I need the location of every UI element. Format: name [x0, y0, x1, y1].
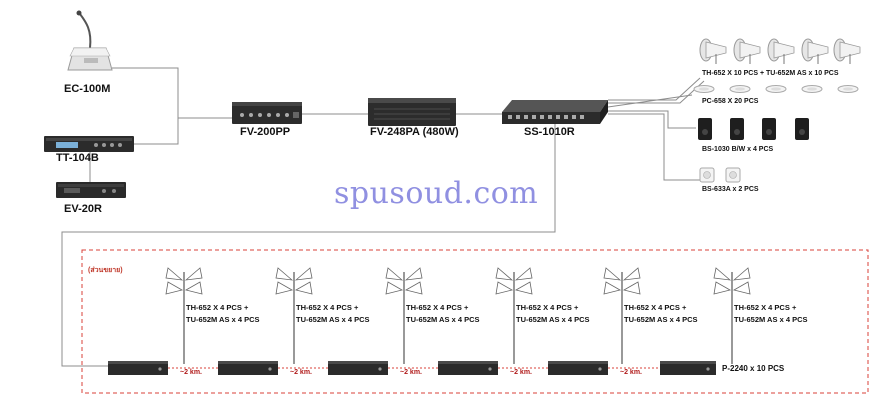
station-line-1: TH-652 X 4 PCS +: [516, 303, 579, 312]
wire-selector-to-ceiling: [607, 94, 693, 108]
remote-amplifier-icon: [218, 361, 278, 375]
station-line-1: TH-652 X 4 PCS +: [734, 303, 797, 312]
tuner-icon: [44, 136, 134, 152]
horn-cluster-icon: [165, 267, 203, 364]
station-3-label: TH-652 X 4 PCS + TU-652M AS x 4 PCS: [406, 302, 480, 326]
preamp-icon: [232, 102, 302, 124]
box-speaker-icon: [762, 118, 776, 140]
distance-label-3: ~2 km.: [400, 369, 422, 376]
station-line-2: TU-652M AS x 4 PCS: [734, 315, 808, 324]
station-line-1: TH-652 X 4 PCS +: [406, 303, 469, 312]
horn-speaker-icon: [801, 38, 829, 64]
distance-label-5: ~2 km.: [620, 369, 642, 376]
power-amplifier-icon: [368, 98, 456, 126]
station-5-label: TH-652 X 4 PCS + TU-652M AS x 4 PCS: [624, 302, 698, 326]
station-2-label: TH-652 X 4 PCS + TU-652M AS x 4 PCS: [296, 302, 370, 326]
wire-tuner-to-bus: [134, 118, 179, 145]
horn-cluster-icon: [275, 267, 313, 364]
station-1-label: TH-652 X 4 PCS + TU-652M AS x 4 PCS: [186, 302, 260, 326]
label-ss1010r: SS-1010R: [524, 126, 575, 138]
wire-selector-to-remote: [61, 124, 556, 367]
watermark: spusoud.com: [334, 176, 539, 211]
remote-section-border: [81, 249, 869, 394]
paging-microphone-icon: [67, 10, 113, 71]
wire-selector-to-wall: [608, 113, 700, 181]
label-horn-group: TH-652 X 10 PCS + TU-652M AS x 10 PCS: [702, 70, 839, 77]
speaker-selector-icon: [502, 100, 608, 124]
wall-speaker-icon: [699, 167, 715, 183]
station-line-1: TH-652 X 4 PCS +: [296, 303, 359, 312]
label-fv200pp: FV-200PP: [240, 126, 291, 138]
box-speaker-icon: [795, 118, 809, 140]
label-ev20r: EV-20R: [64, 203, 102, 215]
remote-amplifier-icon: [548, 361, 608, 375]
horn-cluster-icon: [495, 267, 533, 364]
recorder-icon: [56, 182, 126, 198]
distance-label-2: ~2 km.: [290, 369, 312, 376]
station-line-1: TH-652 X 4 PCS +: [624, 303, 687, 312]
station-line-1: TH-652 X 4 PCS +: [186, 303, 249, 312]
label-ec100m: EC-100M: [64, 83, 111, 95]
station-line-2: TU-652M AS x 4 PCS: [624, 315, 698, 324]
label-ceiling-group: PC-658 X 20 PCS: [702, 98, 759, 105]
horn-speaker-icon: [833, 38, 861, 64]
label-wall-group: BS-633A x 2 PCS: [702, 186, 759, 193]
horn-cluster-icon: [385, 267, 423, 364]
remote-amplifier-icon: [108, 361, 168, 375]
horn-cluster-icon: [603, 267, 641, 364]
remote-amplifier-icon: [328, 361, 388, 375]
station-line-2: TU-652M AS x 4 PCS: [516, 315, 590, 324]
horn-cluster-icon: [713, 267, 751, 364]
wire-selector-to-horns: [608, 77, 701, 101]
station-4-label: TH-652 X 4 PCS + TU-652M AS x 4 PCS: [516, 302, 590, 326]
ceiling-speaker-icon: [837, 85, 859, 93]
horn-speaker-icon: [733, 38, 761, 64]
station-6-label: TH-652 X 4 PCS + TU-652M AS x 4 PCS: [734, 302, 808, 326]
ceiling-speaker-icon: [765, 85, 787, 93]
label-box-group: BS-1030 B/W x 4 PCS: [702, 146, 774, 153]
remote-amplifier-icon: [438, 361, 498, 375]
wire-mic-to-bus: [112, 67, 179, 118]
distance-label-4: ~2 km.: [510, 369, 532, 376]
station-line-2: TU-652M AS x 4 PCS: [406, 315, 480, 324]
ceiling-speaker-icon: [729, 85, 751, 93]
box-speaker-icon: [730, 118, 744, 140]
ceiling-speaker-icon: [801, 85, 823, 93]
wire-selector-to-box: [608, 110, 696, 129]
label-tt104b: TT-104B: [56, 152, 99, 164]
station-line-2: TU-652M AS x 4 PCS: [296, 315, 370, 324]
distance-label-1: ~2 km.: [180, 369, 202, 376]
wall-speaker-icon: [725, 167, 741, 183]
ceiling-speaker-icon: [693, 85, 715, 93]
remote-amplifier-icon: [660, 361, 716, 375]
horn-speaker-icon: [767, 38, 795, 64]
box-speaker-icon: [698, 118, 712, 140]
remote-section-title: (ส่วนขยาย): [88, 267, 123, 274]
label-remote-amplifiers: P-2240 x 10 PCS: [722, 364, 785, 373]
horn-speaker-icon: [699, 38, 727, 64]
station-line-2: TU-652M AS x 4 PCS: [186, 315, 260, 324]
label-fv248pa: FV-248PA (480W): [370, 126, 459, 138]
